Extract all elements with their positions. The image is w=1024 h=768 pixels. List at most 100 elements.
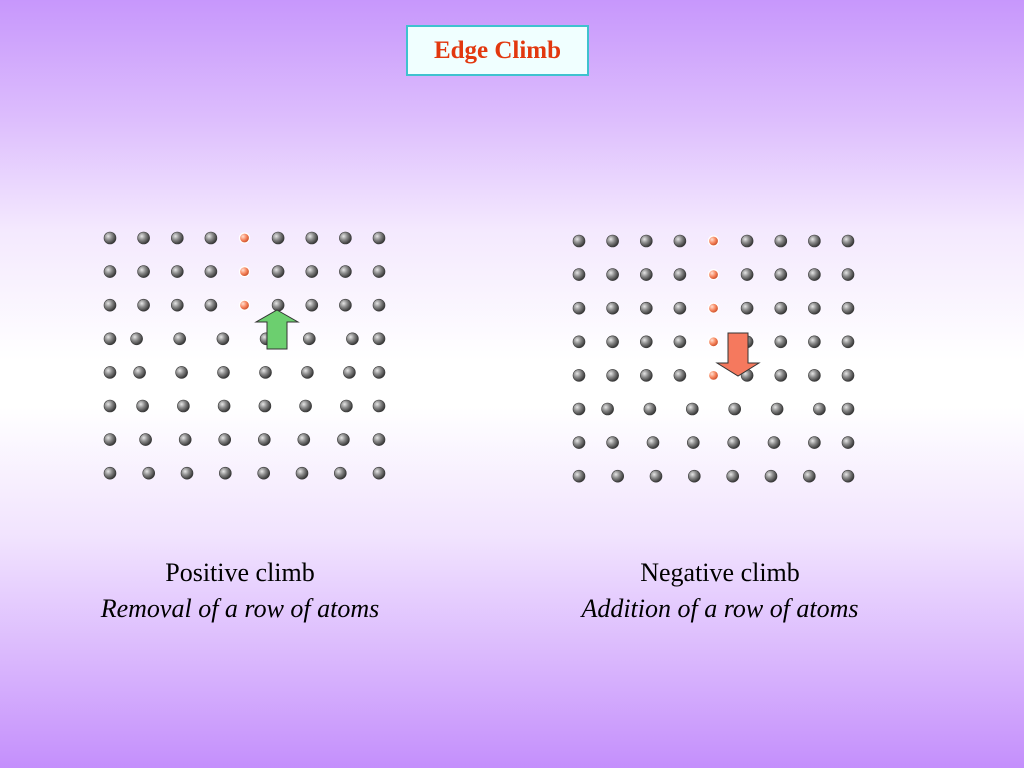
lattice-atom <box>372 466 386 480</box>
lattice-atom <box>841 369 855 382</box>
lattice-atom <box>180 466 194 480</box>
lattice-atom <box>808 335 821 349</box>
highlighted-atom <box>707 302 720 314</box>
lattice-atom <box>572 436 586 449</box>
lattice-atom <box>611 469 625 483</box>
lattice-atom <box>137 298 150 312</box>
positive-climb-label: Positive climb <box>165 558 315 587</box>
lattice-atom <box>728 402 742 416</box>
lattice-atom <box>808 369 821 382</box>
lattice-atom <box>340 399 353 413</box>
lattice-atom <box>740 268 754 281</box>
lattice-atom <box>673 335 687 349</box>
lattice-atom <box>802 469 816 483</box>
lattice-atom <box>103 366 117 379</box>
lattice-atom <box>606 234 619 248</box>
lattice-atom <box>177 399 190 413</box>
lattice-atom <box>808 234 821 248</box>
lattice-atom <box>673 268 687 281</box>
lattice-atom <box>639 335 653 349</box>
lattice-atom <box>767 436 781 449</box>
lattice-atom <box>137 231 150 245</box>
lattice-atom <box>257 466 271 480</box>
lattice-atom <box>774 335 788 349</box>
highlighted-atom <box>238 266 251 278</box>
lattice-atom <box>339 265 352 278</box>
lattice-atom <box>271 298 285 312</box>
lattice-atom <box>103 298 117 312</box>
lattice-atom <box>130 332 143 346</box>
lattice-atom <box>257 433 271 446</box>
lattice-atom <box>204 231 218 245</box>
lattice-atom <box>337 433 350 446</box>
lattice-atom <box>142 466 155 480</box>
lattice-atom <box>175 366 188 379</box>
lattice-atom <box>687 469 701 483</box>
lattice-atom <box>103 231 117 245</box>
lattice-atom <box>339 231 352 245</box>
lattice-atom <box>572 268 586 281</box>
lattice-atom <box>639 268 653 281</box>
highlighted-atom <box>707 369 720 381</box>
lattice-atom <box>774 369 788 382</box>
lattice-atom <box>333 466 347 480</box>
lattice-atom <box>740 301 754 315</box>
lattice-atom <box>639 234 653 248</box>
lattice-atom <box>774 234 788 248</box>
highlighted-atom <box>238 232 251 244</box>
lattice-atom <box>217 366 230 379</box>
lattice-atom <box>841 436 855 449</box>
lattice-atom <box>171 231 184 245</box>
lattice-atom <box>299 399 312 413</box>
lattice-atom <box>271 265 285 278</box>
lattice-atom <box>639 301 653 315</box>
lattice-atom <box>178 433 192 446</box>
lattice-atom <box>372 433 386 446</box>
positive-climb-description: Removal of a row of atoms <box>100 594 380 623</box>
lattice-atom <box>103 433 117 446</box>
lattice-atom <box>572 234 586 248</box>
lattice-atom <box>219 466 232 480</box>
lattice-atom <box>343 366 356 379</box>
lattice-atom <box>372 265 386 278</box>
lattice-atom <box>218 433 231 446</box>
lattice-atom <box>103 466 117 480</box>
lattice-atom <box>643 402 657 416</box>
lattice-atom <box>372 332 386 346</box>
lattice-atom <box>572 369 586 382</box>
lattice-atom <box>686 436 700 449</box>
lattice-atom <box>139 433 152 446</box>
positive-climb-lattice <box>103 231 386 480</box>
lattice-atom <box>572 402 586 416</box>
highlighted-atom <box>707 235 720 247</box>
lattice-atom <box>302 332 316 346</box>
lattice-atom <box>173 332 186 346</box>
lattice-atom <box>103 332 117 346</box>
lattice-atom <box>764 469 778 483</box>
lattice-atom <box>606 436 619 449</box>
lattice-atom <box>774 301 788 315</box>
highlighted-atom <box>707 336 720 348</box>
slide-title: Edge Climb <box>406 25 589 76</box>
lattice-atom <box>673 369 687 382</box>
lattice-atom <box>606 335 619 349</box>
lattice-atom <box>808 301 821 315</box>
lattice-atom <box>572 469 586 483</box>
negative-climb-description: Addition of a row of atoms <box>581 594 859 623</box>
lattice-atom <box>770 402 784 416</box>
lattice-atom <box>204 298 218 312</box>
lattice-atom <box>841 469 855 483</box>
negative-climb-caption: Negative climb Addition of a row of atom… <box>510 555 930 627</box>
negative-climb-label: Negative climb <box>640 558 800 587</box>
arrow-down-icon <box>715 332 761 377</box>
lattice-atom <box>103 265 117 278</box>
lattice-atom <box>646 436 660 449</box>
lattice-atom <box>305 298 319 312</box>
lattice-atom <box>572 335 586 349</box>
lattice-atom <box>301 366 314 379</box>
lattice-atom <box>204 265 218 278</box>
lattice-atom <box>305 265 319 278</box>
lattice-atom <box>841 335 855 349</box>
lattice-atom <box>258 399 272 413</box>
